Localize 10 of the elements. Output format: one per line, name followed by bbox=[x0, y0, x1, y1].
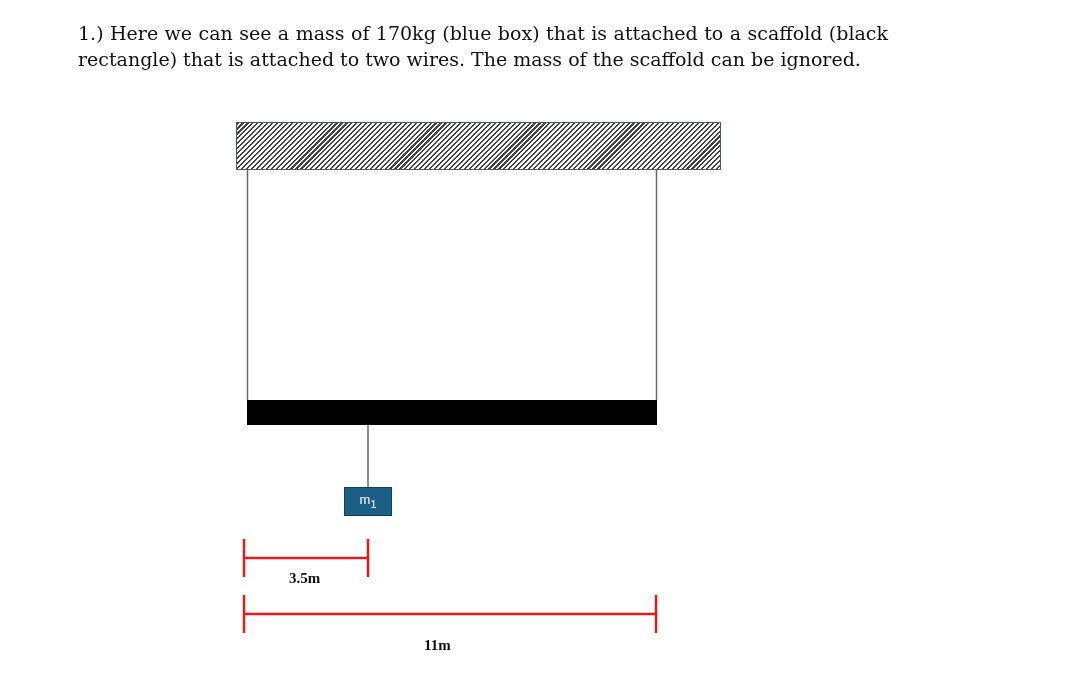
wire bbox=[367, 424, 369, 488]
scaffold-bar bbox=[247, 400, 657, 425]
wire bbox=[655, 169, 658, 401]
wire bbox=[246, 169, 249, 401]
mass-label: m$_{1}$ bbox=[359, 492, 377, 511]
problem-text: 1.) Here we can see a mass of 170kg (blue box) that is attached to a scaffold (black rectangle) that is attached to two wires. The mass of the scaffold can be ignored. bbox=[78, 21, 888, 72]
dimension-label: 11m bbox=[424, 637, 451, 654]
dimension-label: 3.5m bbox=[289, 570, 321, 587]
mass-box bbox=[344, 487, 392, 516]
ceiling-hatched-block bbox=[236, 122, 721, 170]
